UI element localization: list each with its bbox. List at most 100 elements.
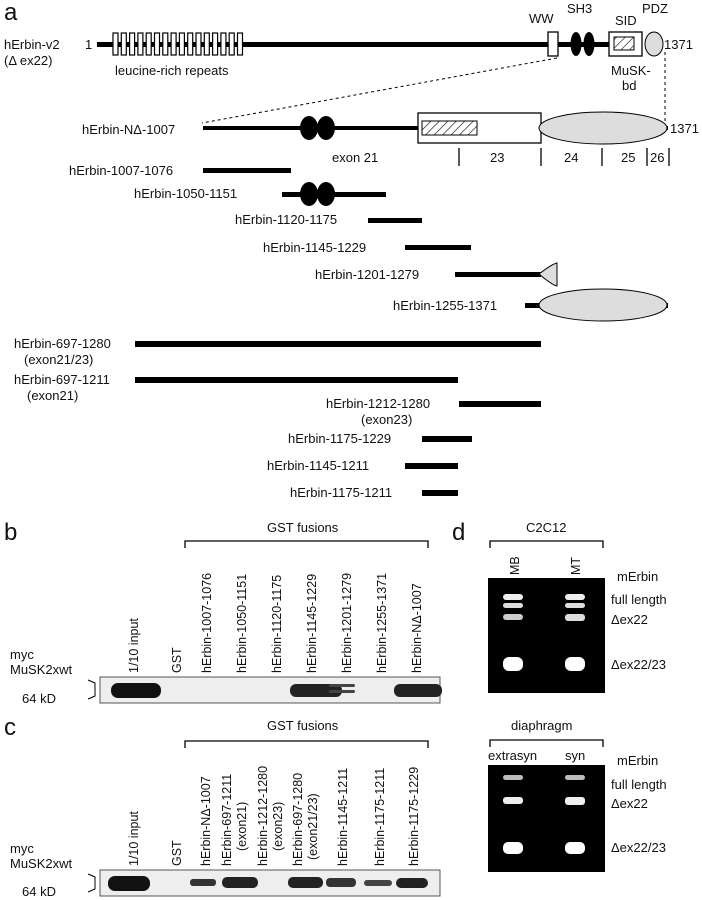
exon-label-23: 23 (490, 150, 504, 165)
construct-label-1050-1151: hErbin-1050-1151 (134, 186, 237, 201)
nd-sh3-2 (317, 116, 335, 140)
exon-construct-bar-1175-1211 (422, 490, 458, 496)
d-bottom-lane-syn: syn (565, 748, 585, 763)
d-top-band-full: full length (611, 592, 667, 607)
panel-c-band-697-1280 (288, 877, 323, 888)
start-residue: 1 (85, 37, 92, 52)
d-top-lane-mt: MT (569, 557, 583, 575)
lrr-box (162, 32, 169, 56)
lane-label-gst: GST (170, 647, 184, 673)
musk-binding-domain (613, 36, 635, 51)
lrr-box (137, 32, 144, 56)
panel-c-side-2: MuSK2xwt (10, 856, 73, 871)
panel-b-header: GST fusions (267, 520, 339, 535)
d-bottom-header: diaphragm (511, 718, 572, 733)
panel-a-letter: a (4, 0, 18, 26)
exon-construct-label-1175-1229: hErbin-1175-1229 (288, 431, 391, 446)
panel-c-marker: 64 kD (22, 884, 56, 899)
construct-1050-sh3-1 (300, 182, 318, 206)
construct-bar-1120-1175 (368, 218, 422, 223)
full-sub-label: (Δ ex22) (4, 53, 52, 68)
panel-c-band-1175-1211 (364, 880, 392, 886)
c-lane-label-gst: GST (170, 840, 184, 866)
lane-label-input: 1/10 input (127, 618, 141, 673)
c-lane-label-697-1211: hErbin-697-1211 (220, 774, 234, 866)
panel-c-header: GST fusions (267, 718, 339, 733)
exon-construct-bar-1175-1229 (422, 436, 472, 442)
exon-construct-bar-1145-1211 (405, 463, 458, 469)
musk-bd-label-2: bd (622, 78, 636, 93)
exon-boundary-ticks (458, 148, 670, 166)
lrr-box (228, 32, 235, 56)
panel-b-band-1201-1279-a (329, 684, 355, 687)
panel-c-band-1145-1211 (326, 878, 356, 887)
panel-b-side-2: MuSK2xwt (10, 662, 73, 677)
c-lane-sub-697-1211: (exon21) (235, 802, 249, 851)
c-lane-label-1145-1211: hErbin-1145-1211 (336, 768, 350, 866)
panel-c-band-697-1211 (222, 877, 258, 888)
c-lane-label-697-1280: hErbin-697-1280 (291, 773, 305, 866)
lrr-box (195, 32, 202, 56)
d-bottom-band-full: full length (611, 777, 667, 792)
construct-1255-pdz (538, 288, 668, 322)
full-length-line (97, 42, 642, 47)
exon-construct-sub-697-1211: (exon21) (27, 388, 78, 403)
panel-c-band-nd-1007 (190, 879, 216, 886)
panel-b-side-1: myc (10, 647, 34, 662)
exon-construct-label-1145-1211: hErbin-1145-1211 (267, 458, 369, 473)
c-lane-label-1212-1280: hErbin-1212-1280 (256, 766, 270, 866)
panel-b-marker-bracket (87, 679, 96, 700)
nd-name-label: hErbin-NΔ-1007 (82, 122, 175, 137)
lane-label-1201-1279: hErbin-1201-1279 (340, 573, 354, 673)
c-lane-label-1175-1211: hErbin-1175-1211 (373, 768, 387, 866)
construct-bar-1145-1229 (405, 245, 471, 250)
exon-construct-bar-697-1211 (135, 377, 458, 383)
lrr-box (112, 32, 119, 56)
d-bottom-title: mErbin (617, 753, 658, 768)
leucine-rich-repeats (112, 32, 244, 56)
d-bottom-band-ex2223: Δex22/23 (611, 840, 666, 855)
lrr-box (187, 32, 194, 56)
lrr-box (170, 32, 177, 56)
exon-construct-sub-697-1280: (exon21/23) (24, 352, 93, 367)
c-lane-sub-1212-1280: (exon23) (271, 802, 285, 851)
exon-construct-label-1175-1211: hErbin-1175-1211 (290, 485, 392, 500)
d-top-title: mErbin (617, 569, 658, 584)
sh3-domain-2 (583, 32, 595, 56)
construct-bar-1201-1279 (455, 272, 541, 277)
sh3-domain-1 (570, 32, 582, 56)
pdz-domain (644, 31, 664, 57)
exon-construct-label-697-1280: hErbin-697-1280 (14, 336, 111, 351)
lane-label-1050-1151: hErbin-1050-1151 (235, 574, 249, 673)
lrr-box (203, 32, 210, 56)
panel-b-band-1145-1229 (290, 684, 342, 697)
d-bottom-band-ex22: Δex22 (611, 796, 648, 811)
panel-b-marker: 64 kD (22, 691, 56, 706)
lrr-box (153, 32, 161, 56)
c-lane-label-1175-1229: hErbin-1175-1229 (407, 767, 421, 866)
exon-label-25: 25 (621, 150, 635, 165)
construct-label-1255-1371: hErbin-1255-1371 (393, 298, 497, 313)
panel-b-band-1201-1279-b (329, 690, 355, 693)
full-name-label: hErbin-v2 (4, 37, 60, 52)
d-top-band-ex22: Δex22 (611, 612, 648, 627)
lane-label-1120-1175: hErbin-1120-1175 (270, 575, 284, 673)
nd-musk-bd (421, 120, 478, 136)
d-bottom-gel-bands (503, 775, 585, 854)
exon-construct-bar-1212-1280 (459, 401, 541, 407)
ww-label: WW (529, 11, 554, 26)
panel-c-band-input (108, 876, 150, 891)
exon-construct-bar-697-1280 (135, 341, 541, 347)
construct-1050-sh3-2 (317, 182, 335, 206)
sh3-label: SH3 (567, 1, 592, 16)
lane-label-1255-1371: hErbin-1255-1371 (375, 573, 389, 673)
d-bottom-bracket (489, 739, 604, 747)
exon-construct-label-697-1211: hErbin-697-1211 (14, 372, 110, 387)
panel-d-letter: d (452, 519, 465, 546)
lrr-label: leucine-rich repeats (115, 63, 229, 78)
exon-construct-label-1212-1280: hErbin-1212-1280 (326, 396, 430, 411)
pdz-label: PDZ (642, 1, 668, 16)
ww-domain (547, 31, 559, 57)
d-top-lane-mb: MB (508, 556, 522, 575)
